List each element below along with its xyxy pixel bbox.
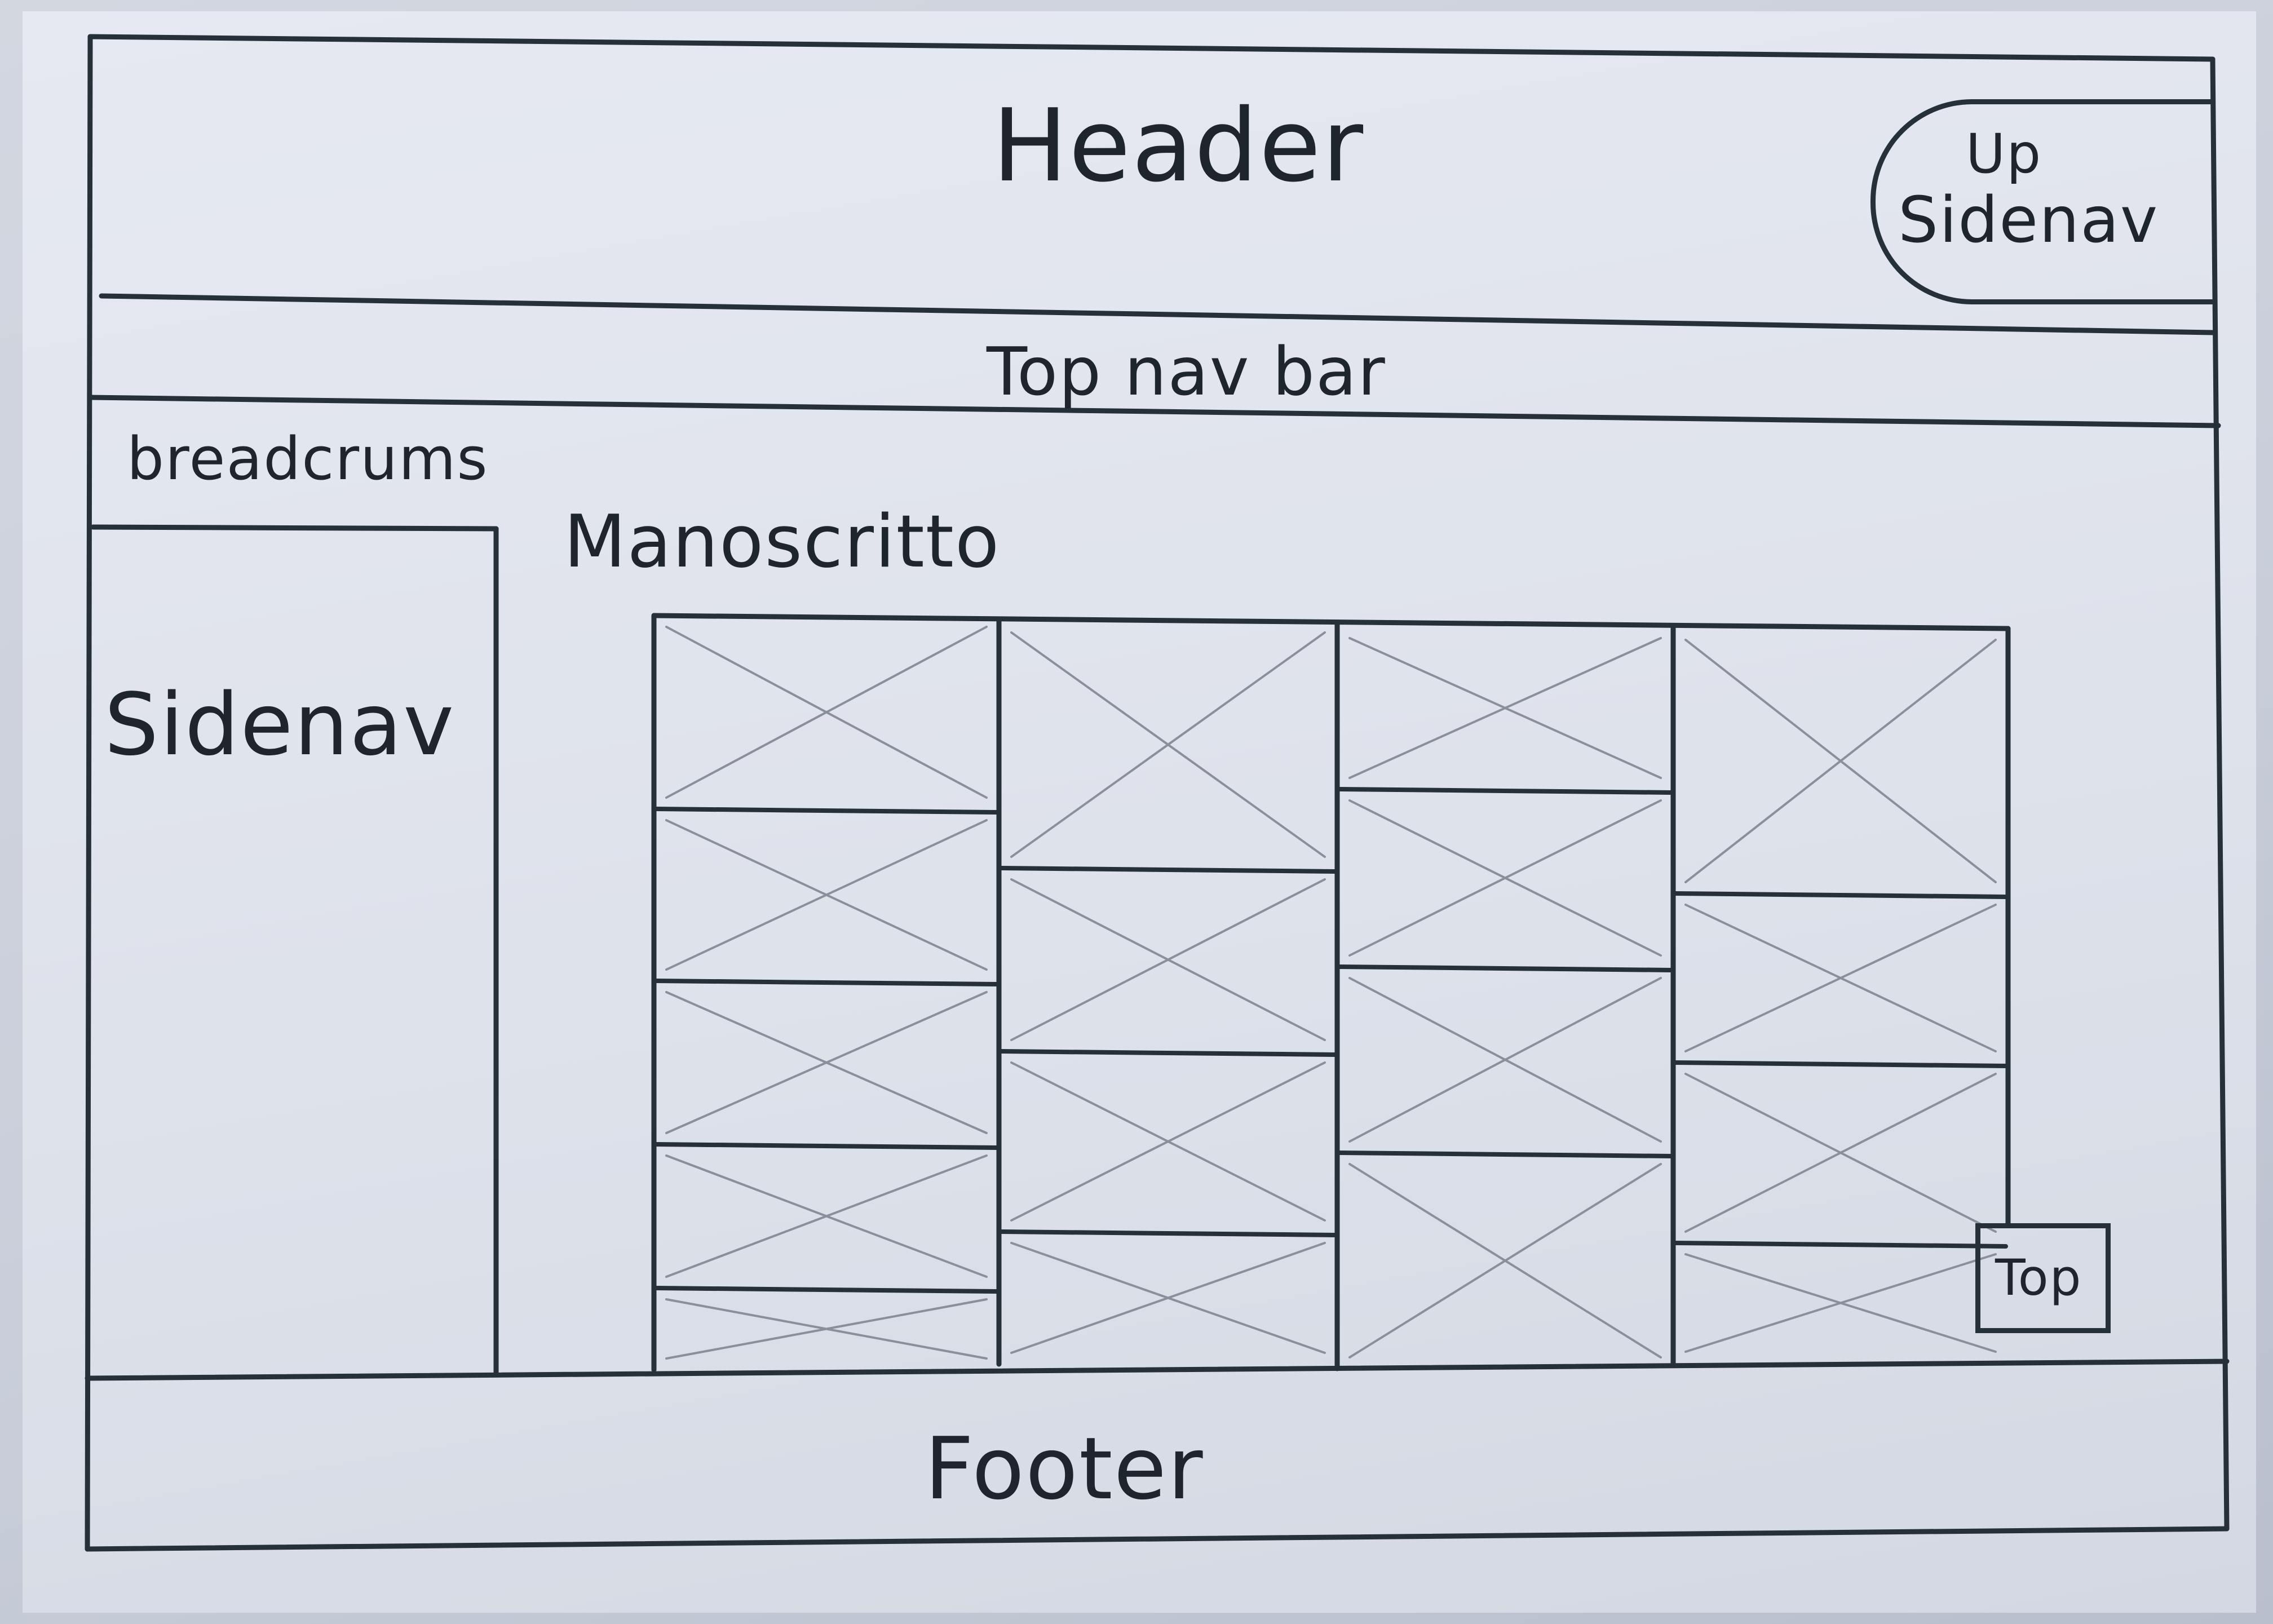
gallery-tile-divider bbox=[1673, 1241, 2008, 1249]
crossed-box-icon bbox=[1348, 799, 1662, 957]
gallery-image-tile[interactable] bbox=[1673, 1241, 2008, 1353]
placeholder-cross-stroke bbox=[1684, 1073, 1997, 1233]
crossed-box-icon bbox=[1348, 637, 1662, 779]
gallery-image-tile[interactable] bbox=[1337, 787, 1673, 957]
crossed-box-icon bbox=[1348, 1163, 1662, 1359]
gallery-image-tile[interactable] bbox=[999, 1229, 1337, 1354]
crossed-box-icon bbox=[1684, 1073, 1997, 1233]
back-to-top-label: Top bbox=[1995, 1249, 2082, 1307]
placeholder-cross-stroke bbox=[1348, 977, 1662, 1143]
gallery-image-tile[interactable] bbox=[1337, 1150, 1673, 1359]
gallery-tile-divider bbox=[654, 807, 999, 815]
gallery-tile-divider bbox=[1337, 787, 1673, 795]
gallery-image-tile[interactable] bbox=[654, 1286, 999, 1360]
up-sidenav-label-line2: Sidenav bbox=[1898, 184, 2159, 257]
manuscript-gallery bbox=[651, 613, 2011, 1373]
gallery-image-tile[interactable] bbox=[654, 1142, 999, 1278]
crossed-box-icon bbox=[1348, 977, 1662, 1143]
crossed-box-icon bbox=[665, 1154, 988, 1278]
crossed-box-icon bbox=[665, 1298, 988, 1360]
crossed-box-icon bbox=[1684, 1253, 1997, 1353]
crossed-box-icon bbox=[1010, 1061, 1326, 1222]
placeholder-cross-stroke bbox=[1684, 639, 1997, 883]
placeholder-cross-stroke bbox=[1010, 1061, 1326, 1222]
gallery-image-tile[interactable] bbox=[1348, 637, 1662, 779]
crossed-box-icon bbox=[665, 626, 988, 799]
placeholder-cross-stroke bbox=[1348, 1163, 1662, 1359]
crossed-box-icon bbox=[1010, 878, 1326, 1041]
gallery-image-tile[interactable] bbox=[999, 1049, 1337, 1222]
gallery-tile-divider bbox=[999, 866, 1337, 874]
gallery-image-tile[interactable] bbox=[1337, 964, 1673, 1143]
crossed-box-icon bbox=[665, 819, 988, 971]
gallery-tile-divider bbox=[654, 979, 999, 986]
page-frame-right bbox=[2210, 56, 2230, 1532]
placeholder-cross-stroke bbox=[1684, 1253, 1997, 1353]
sidenav-label: Sidenav bbox=[104, 675, 456, 775]
gallery-image-tile[interactable] bbox=[1673, 1060, 2008, 1233]
crossed-box-icon bbox=[1010, 631, 1326, 858]
gallery-image-tile[interactable] bbox=[665, 626, 988, 799]
paper-sheet bbox=[23, 11, 2256, 1613]
gallery-image-tile[interactable] bbox=[1010, 631, 1326, 858]
sidenav-top-border bbox=[90, 524, 499, 532]
placeholder-cross-stroke bbox=[665, 819, 988, 971]
placeholder-cross-stroke bbox=[665, 991, 988, 1134]
breadcrumb[interactable]: breadcrums bbox=[127, 424, 489, 493]
crossed-box-icon bbox=[665, 991, 988, 1134]
top-navbar[interactable]: Top nav bar bbox=[987, 333, 1386, 410]
up-sidenav-label-line1: Up bbox=[1966, 122, 2042, 185]
gallery-tile-divider bbox=[999, 1049, 1337, 1057]
gallery-tile-divider bbox=[1673, 891, 2008, 899]
page-frame-top bbox=[87, 34, 2215, 62]
gallery-image-tile[interactable] bbox=[1684, 639, 1997, 883]
placeholder-cross-stroke bbox=[1010, 1242, 1326, 1354]
page-title: Manoscritto bbox=[564, 500, 1001, 584]
placeholder-cross-stroke bbox=[1010, 878, 1326, 1041]
placeholder-cross-stroke bbox=[665, 1154, 988, 1278]
page-frame-left bbox=[85, 34, 93, 1552]
page-frame-bottom bbox=[85, 1526, 2230, 1552]
placeholder-cross-stroke bbox=[1348, 799, 1662, 957]
back-to-top-button[interactable]: Top bbox=[1975, 1223, 2111, 1333]
gallery-image-tile[interactable] bbox=[999, 866, 1337, 1041]
gallery-image-tile[interactable] bbox=[1673, 891, 2008, 1052]
footer-top-border bbox=[85, 1359, 2230, 1381]
placeholder-cross-stroke bbox=[665, 1298, 988, 1360]
footer: Footer bbox=[925, 1419, 1204, 1519]
gallery-tile-divider bbox=[1337, 964, 1673, 972]
gallery-tile-divider bbox=[999, 1229, 1337, 1237]
crossed-box-icon bbox=[1684, 639, 1997, 883]
placeholder-cross-stroke bbox=[1684, 904, 1997, 1052]
crossed-box-icon bbox=[1010, 1242, 1326, 1354]
crossed-box-icon bbox=[1684, 904, 1997, 1052]
placeholder-cross-stroke bbox=[665, 626, 988, 799]
header-title: Header bbox=[992, 87, 1365, 204]
gallery-tile-divider bbox=[654, 1142, 999, 1150]
gallery-tile-divider bbox=[1337, 1150, 1673, 1158]
header-bottom-border bbox=[99, 293, 2215, 335]
gallery-tile-divider bbox=[654, 1286, 999, 1294]
gallery-top-border bbox=[651, 613, 2011, 631]
placeholder-cross-stroke bbox=[1348, 637, 1662, 779]
up-sidenav-button[interactable]: Up Sidenav bbox=[1870, 99, 2214, 304]
gallery-tile-divider bbox=[1673, 1060, 2008, 1068]
gallery-image-tile[interactable] bbox=[654, 807, 999, 971]
gallery-image-tile[interactable] bbox=[654, 979, 999, 1134]
placeholder-cross-stroke bbox=[1010, 631, 1326, 858]
top-navbar-bottom-border bbox=[87, 395, 2221, 428]
